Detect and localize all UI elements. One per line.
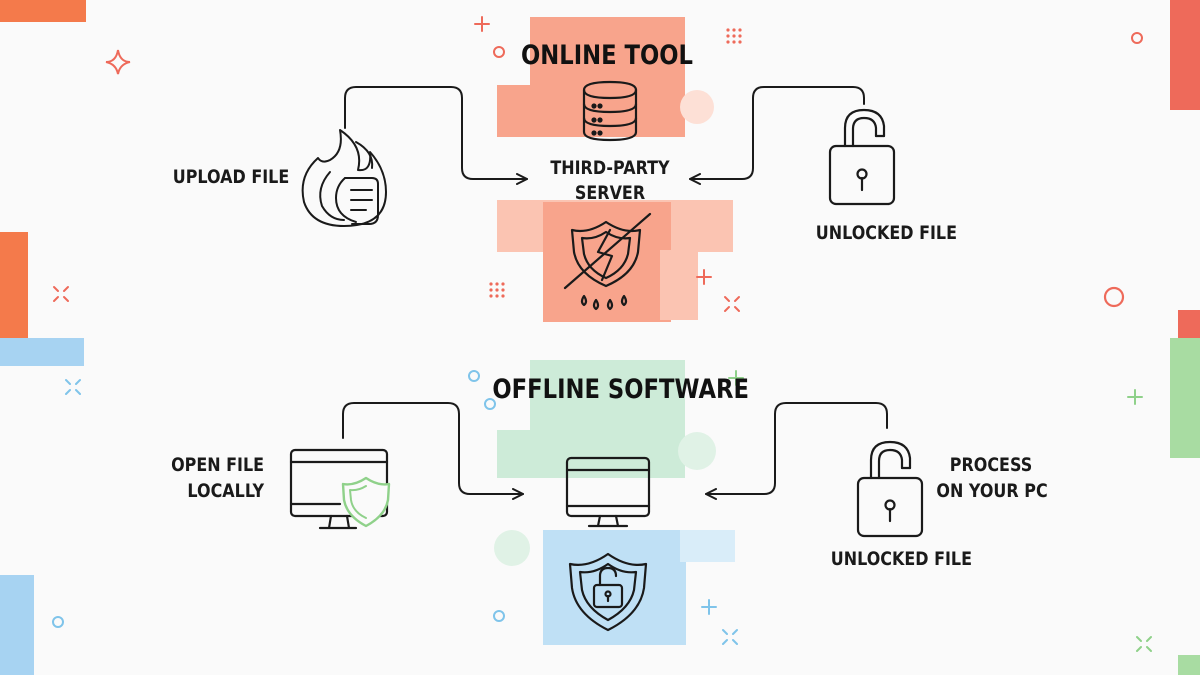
broken-shield-icon — [563, 212, 652, 311]
process-label-line2: ON YOUR PC — [936, 480, 1048, 502]
plus-icon — [1127, 389, 1143, 405]
monitor-shield-icon — [289, 448, 391, 530]
burst-icon — [1136, 636, 1152, 652]
edge-block-right-green — [1170, 338, 1200, 458]
burst-icon — [65, 379, 738, 645]
edge-block-mid-left-blue — [0, 338, 84, 366]
decorations — [52, 16, 1152, 652]
ring-icon — [1103, 286, 1125, 308]
plus-icon — [728, 370, 744, 386]
process-label-line1: PROCESS — [949, 454, 1033, 476]
server-label-line2: SERVER — [574, 182, 646, 204]
offline-deco-circle-right — [678, 432, 716, 470]
open-file-label-line1: OPEN FILE — [171, 454, 265, 476]
sparkle-icon — [105, 49, 131, 75]
online-title-block — [530, 17, 685, 87]
ring-icon — [493, 46, 505, 58]
online-breach-block-tab — [660, 250, 698, 320]
arrow-server-to-unlocked — [689, 86, 865, 185]
online-deco-circle — [680, 90, 714, 124]
server-icon — [582, 80, 638, 142]
edge-block-bottom-left-blue — [0, 575, 34, 675]
open-padlock-icon — [856, 440, 924, 538]
unlocked-file-label-online: UNLOCKED FILE — [815, 222, 957, 244]
open-padlock-icon — [828, 108, 896, 206]
upload-file-label: UPLOAD FILE — [172, 166, 290, 188]
offline-title-block — [530, 360, 685, 432]
arrow-upload-to-server — [344, 86, 528, 185]
edge-block-top-left — [0, 0, 86, 22]
plus-icon — [696, 269, 712, 285]
open-file-label-line2: LOCALLY — [187, 480, 265, 502]
ring-icon — [1131, 32, 1143, 44]
plus-icon — [701, 599, 717, 615]
offline-shield-block-tab — [680, 530, 735, 562]
ring-icon — [468, 370, 480, 382]
plus-icon — [474, 16, 490, 32]
offline-deco-circle-left — [494, 530, 530, 566]
edge-block-right-red — [1178, 310, 1200, 340]
burst-icon — [53, 286, 740, 312]
shield-unlock-icon — [568, 552, 648, 632]
edge-block-bottom-right-green — [1178, 655, 1200, 675]
fire-document-icon — [301, 129, 387, 227]
arrow-open-to-monitor — [342, 402, 524, 500]
online-title: ONLINE TOOL — [520, 40, 694, 71]
edge-block-mid-left-orange — [0, 232, 28, 340]
server-label-line1: THIRD-PARTY — [550, 157, 670, 179]
unlocked-file-label-offline: UNLOCKED FILE — [830, 548, 972, 570]
offline-title: OFFLINE SOFTWARE — [492, 374, 750, 405]
dot-grid-icon — [489, 28, 742, 298]
offline-arrows — [342, 402, 888, 500]
monitor-icon — [565, 456, 651, 528]
ring-icon — [493, 610, 505, 622]
online-arrows — [344, 86, 865, 185]
ring-icon — [484, 398, 496, 410]
ring-icon — [52, 616, 64, 628]
arrow-pc-to-monitor — [705, 402, 888, 500]
edge-block-top-right — [1170, 0, 1200, 110]
